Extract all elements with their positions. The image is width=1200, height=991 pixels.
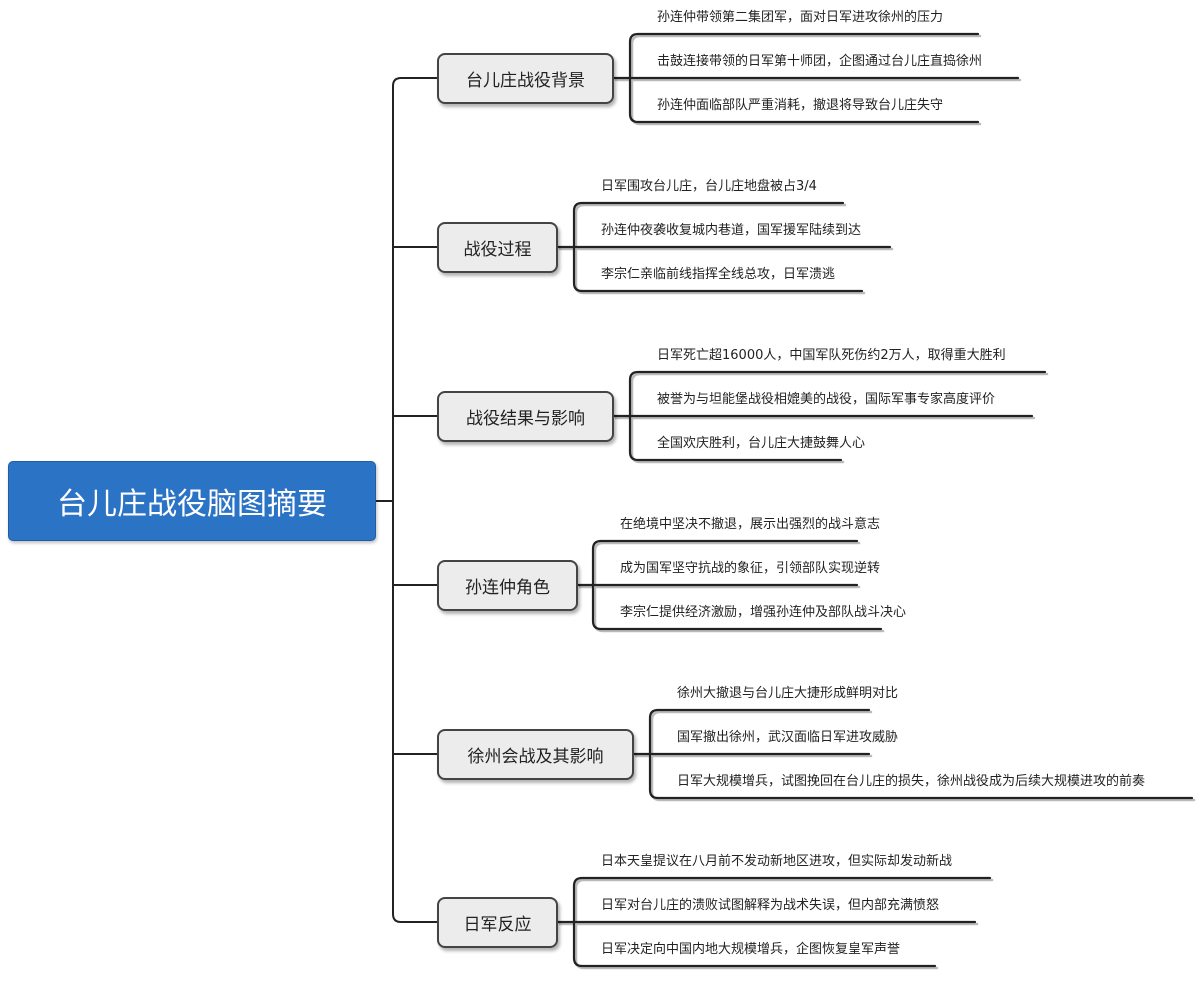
branch-topic-label: 台儿庄战役背景 [466,71,585,91]
leaf-topic[interactable]: 日本天皇提议在八月前不发动新地区进攻，但实际却发动新战 [601,854,953,869]
branch-topic[interactable]: 战役过程 [437,222,558,273]
leaf-topic[interactable]: 击鼓连接带领的日军第十师团，企图通过台儿庄直捣徐州 [657,54,983,69]
leaf-connector [612,32,1020,124]
leaf-topic[interactable]: 孙连仲夜袭收复城内巷道，国军援军陆续到达 [601,223,862,238]
branch-topic[interactable]: 战役结果与影响 [437,391,614,442]
leaf-topic[interactable]: 李宗仁提供经济激励，增强孙连仲及部队战斗决心 [620,605,907,620]
leaf-topic[interactable]: 被誉为与坦能堡战役相媲美的战役，国际军事专家高度评价 [657,392,996,407]
branch-topic[interactable]: 日军反应 [437,897,558,948]
leaf-topic[interactable]: 李宗仁亲临前线指挥全线总攻，日军溃逃 [601,267,836,282]
branch-topic-label: 战役过程 [463,240,532,260]
leaf-connector-shadow [614,34,1022,126]
leaf-topic[interactable]: 日军决定向中国内地大规模增兵，企图恢复皇军声誉 [601,942,901,957]
branch-topic-label: 战役结果与影响 [466,409,585,429]
leaf-connector-shadow [614,372,1049,464]
leaf-connector-shadow [558,203,894,295]
leaf-topic[interactable]: 孙连仲带领第二集团军，面对日军进攻徐州的压力 [657,10,944,25]
leaf-topic[interactable]: 徐州大撤退与台儿庄大捷形成鲜明对比 [677,686,899,701]
leaf-topic[interactable]: 日军对台儿庄的溃败试图解释为战术失误，但内部充满愤怒 [601,898,940,913]
leaf-topic[interactable]: 国军撤出徐州，武汉面临日军进攻威胁 [677,730,899,745]
leaf-connector-shadow [558,878,994,970]
leaf-topic[interactable]: 全国欢庆胜利，台儿庄大捷鼓舞人心 [657,436,866,451]
trunk-connector [375,77,438,923]
branch-topic-label: 日军反应 [463,915,532,935]
leaf-connector [632,708,1194,800]
leaf-topic[interactable]: 在绝境中坚决不撤退，展示出强烈的战斗意志 [620,517,881,532]
leaf-topic[interactable]: 日军死亡超16000人，中国军队死伤约2万人，取得重大胜利 [657,348,1006,363]
leaf-connector [612,370,1047,462]
leaf-topic[interactable]: 日军大规模增兵，试图挽回在台儿庄的损失，徐州战役成为后续大规模进攻的前奏 [677,774,1146,789]
root-topic[interactable]: 台儿庄战役脑图摘要 [8,461,376,541]
leaf-topic[interactable]: 成为国军坚守抗战的象征，引领部队实现逆转 [620,561,881,576]
leaf-connector-shadow [578,541,885,633]
branch-topic-label: 徐州会战及其影响 [467,747,604,767]
branch-topic[interactable]: 孙连仲角色 [437,560,578,611]
branch-topic[interactable]: 台儿庄战役背景 [437,53,614,104]
leaf-topic[interactable]: 日军围攻台儿庄，台儿庄地盘被占3/4 [601,179,817,194]
root-topic-label: 台儿庄战役脑图摘要 [57,487,327,522]
leaf-connector [576,539,883,631]
branch-topic[interactable]: 徐州会战及其影响 [437,729,634,780]
branch-topic-label: 孙连仲角色 [465,578,550,598]
leaf-connector-shadow [634,710,1196,802]
leaf-connector [556,201,892,293]
leaf-connector [556,876,992,968]
leaf-topic[interactable]: 孙连仲面临部队严重消耗，撤退将导致台儿庄失守 [657,98,944,113]
